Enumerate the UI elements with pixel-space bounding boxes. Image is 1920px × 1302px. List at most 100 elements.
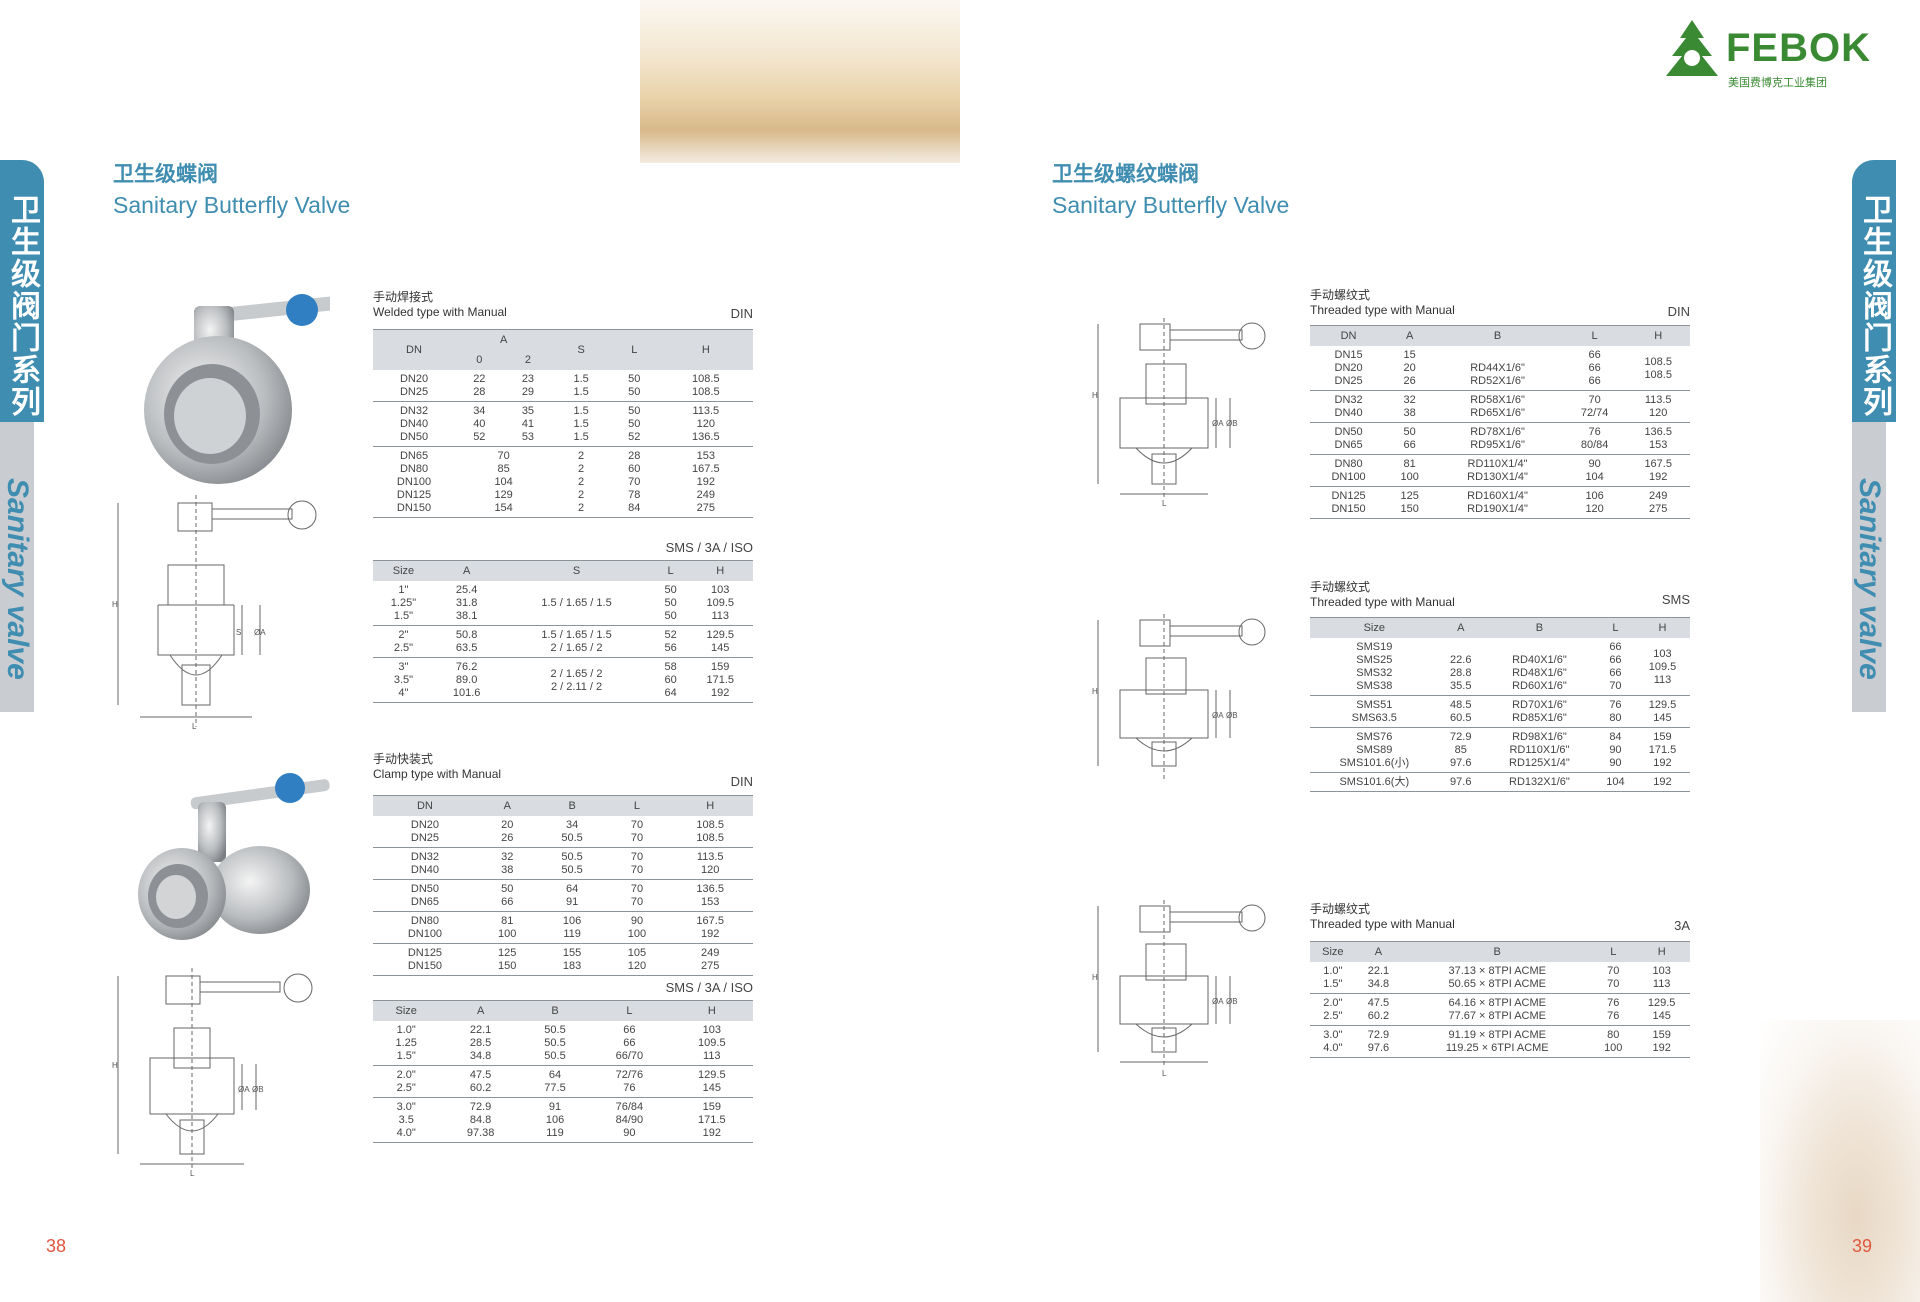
brand-logo: FEBOK 美国费博克工业集团	[1656, 12, 1870, 92]
side-tab-en: Sanitary valve	[1852, 422, 1886, 712]
table-cell: DN80	[410, 915, 439, 927]
table-cell: 113	[670, 1050, 753, 1066]
table-cell: 85	[497, 463, 510, 475]
table-cell: DN32	[399, 405, 429, 417]
table-cell: 70	[606, 864, 668, 880]
col-header: H	[658, 329, 753, 370]
table-cell: 91	[548, 1101, 562, 1113]
table-cell: RD70X1/6" RD85X1/6"	[1482, 695, 1596, 728]
table-cell: 50.5	[537, 864, 607, 880]
dim-a: ØA	[238, 1085, 250, 1094]
table-cell: RD132X1/6"	[1482, 772, 1596, 792]
table-cell: 81	[501, 915, 514, 927]
table-cell: DN40	[399, 418, 429, 430]
table-cell: 2	[578, 463, 585, 475]
col-header: Size	[373, 560, 434, 581]
table-cell: 52	[609, 431, 659, 447]
table-cell: 3.5	[398, 1114, 414, 1126]
threaded-sms-table: Size A B L H SMS19 SMS25 SMS32 SMS38 22.…	[1310, 617, 1690, 792]
table-cell: 106	[562, 915, 582, 927]
table-cell: DN40	[373, 864, 477, 880]
table-label-en: Clamp type with Manual	[373, 767, 502, 781]
dim-h: H	[1092, 687, 1098, 696]
table-cell: SMS51 SMS63.5	[1310, 695, 1439, 728]
table-cell: 249	[700, 947, 720, 959]
table-cell: 136.5	[658, 431, 753, 447]
table-cell: 76.2 89.0 101.6	[433, 657, 500, 703]
table-cell: 60.2	[1355, 1010, 1402, 1026]
table-cell: 2.0"	[1323, 997, 1343, 1009]
table-cell: 113.5 120	[1626, 390, 1690, 423]
table-cell: 153	[696, 450, 715, 462]
table-cell: 106	[545, 1114, 565, 1126]
table-cell: 50.5	[537, 832, 607, 848]
welded-din-block: 手动焊接式 Welded type with Manual DIN DN A S…	[373, 288, 753, 518]
table-cell: DN65	[373, 896, 477, 912]
table-cell: 70	[630, 883, 644, 895]
table-cell: 100	[606, 928, 668, 944]
table-cell: 2	[578, 476, 585, 488]
table-cell: DN25	[373, 386, 455, 402]
table-cell: 136.5	[696, 883, 724, 895]
dim-l: L	[1162, 499, 1167, 508]
table-cell: 249	[696, 489, 715, 501]
table-cell: 50	[501, 883, 514, 895]
standard-label: DIN	[730, 306, 753, 321]
table-cell: 50.5	[521, 1050, 589, 1066]
table-cell: 106 120	[1562, 486, 1627, 519]
col-header: B	[537, 795, 607, 816]
col-header: L	[606, 795, 668, 816]
table-cell: 34	[473, 405, 486, 417]
table-cell: RD44X1/6" RD52X1/6"	[1432, 346, 1563, 391]
table-cell: 50	[628, 405, 641, 417]
table-cell: 34	[565, 819, 579, 831]
table-cell: 97.6	[1355, 1042, 1402, 1058]
dim-s: S	[236, 628, 241, 637]
table-cell: 129.5 145	[687, 625, 753, 658]
table-cell: 58 60 64	[653, 657, 688, 703]
table-cell: 60.2	[439, 1082, 522, 1098]
table-cell: 34.8	[439, 1050, 522, 1066]
table-cell: 50.5	[544, 1037, 566, 1049]
dim-h: H	[112, 1061, 118, 1070]
table-cell: SMS19 SMS25 SMS32 SMS38	[1310, 638, 1439, 696]
table-cell: 70	[497, 450, 510, 462]
dim-b: ØB	[252, 1085, 264, 1094]
table-cell: DN150	[373, 960, 477, 976]
table-cell: 91.19 × 8TPI ACME	[1448, 1029, 1546, 1041]
col-header: L	[1595, 617, 1635, 638]
table-cell: 76 80	[1595, 695, 1635, 728]
table-cell: 159 171.5 192	[1634, 727, 1690, 773]
table-cell: 153	[667, 896, 753, 912]
page-title-cn: 卫生级螺纹蝶阀	[1052, 163, 1199, 186]
table-cell: 120	[667, 864, 753, 880]
table-cell: 2.5"	[373, 1082, 440, 1098]
table-cell: 2	[552, 502, 610, 518]
table-cell: 25.4 31.8 38.1	[433, 581, 500, 626]
clamp-valve-drawing: H ØA ØB L	[112, 968, 313, 1178]
col-header: A	[1355, 941, 1402, 962]
table-cell: 48.5 60.5	[1438, 695, 1483, 728]
table-cell: RD78X1/6" RD95X1/6"	[1432, 422, 1563, 455]
table-cell: 64.16 × 8TPI ACME	[1448, 997, 1546, 1009]
table-cell: 171.5	[698, 1114, 726, 1126]
col-header: DN	[373, 795, 477, 816]
table-cell: DN125 DN150	[1310, 486, 1388, 519]
table-cell: 66 66 66 70	[1595, 638, 1635, 696]
side-tab-right: 卫生级阀门系列 Sanitary valve	[1852, 160, 1920, 712]
threaded-sms-drawing: H ØA ØB	[1092, 614, 1266, 780]
table-cell: 1.5"	[373, 1050, 440, 1066]
standard-label: DIN	[1667, 304, 1690, 319]
